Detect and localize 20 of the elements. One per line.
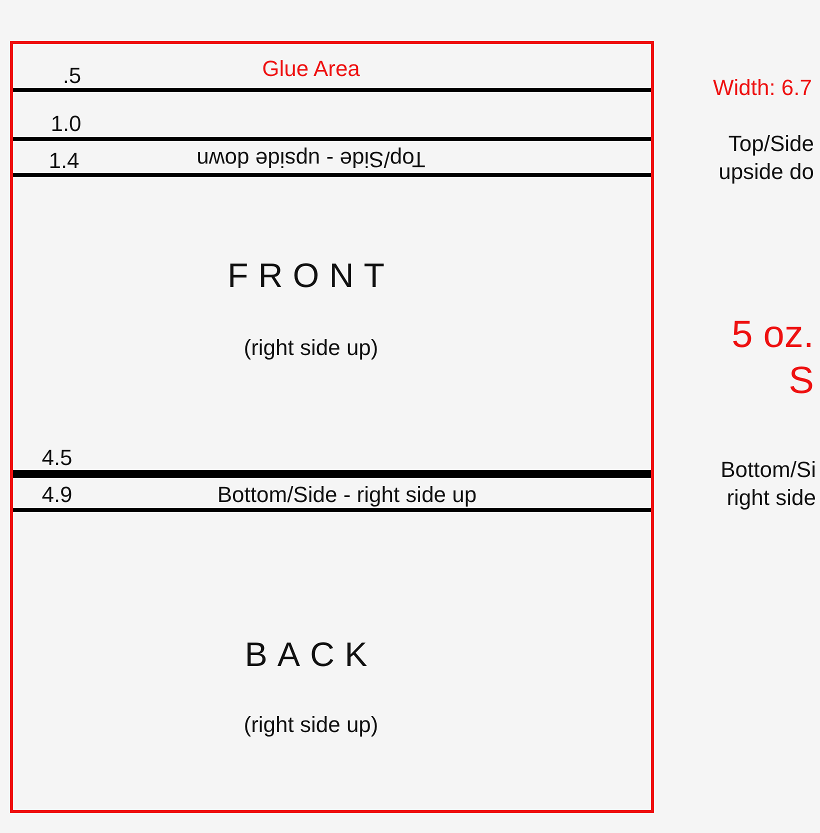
size-note: S [788,359,814,404]
dimension-label: 1.4 [48,147,80,174]
panel-label: Bottom/Side - right side up [217,482,477,508]
panel-label: Glue Area [262,56,360,82]
dimension-label: 4.9 [42,481,72,508]
dimension-label: .5 [62,62,82,90]
panel-heading: FRONT [227,257,395,296]
panel-heading: BACK [244,636,378,675]
wrapper-outline [10,41,654,813]
dimension-label: 4.5 [42,444,72,472]
side-note: Top/Side upside do [718,130,814,185]
dimension-label: 1.0 [50,110,82,138]
panel-label: Top/Side - upside down [196,146,426,172]
panel-note: (right side up) [244,335,378,361]
width-note: Width: 6.7 [712,74,812,102]
size-note: 5 oz. [732,313,814,358]
side-note: Bottom/Si right side [720,456,816,511]
panel-note: (right side up) [244,712,378,738]
top-side-panel [13,137,651,177]
bottom-side-panel [13,474,651,512]
